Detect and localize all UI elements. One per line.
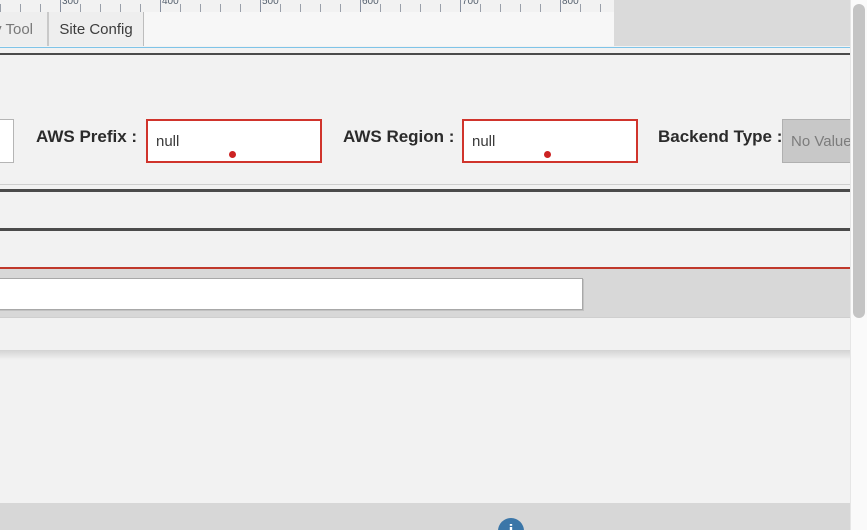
- ruler-tick-major: [60, 0, 61, 12]
- ruler-tick-major: [360, 0, 361, 12]
- tab-site-config[interactable]: Site Config: [48, 12, 144, 46]
- section-divider-light-1: [0, 184, 867, 185]
- ruler-tick: [80, 4, 81, 12]
- ruler-label: 700: [462, 0, 479, 7]
- left-clipped-input[interactable]: [0, 119, 14, 163]
- ruler-tick-major: [460, 0, 461, 12]
- ruler-inactive-pane: [614, 0, 867, 12]
- section-divider-dark-1: [0, 189, 867, 192]
- horizontal-ruler: 300 400 500 600 700 800: [0, 0, 867, 13]
- ruler-tick: [200, 4, 201, 12]
- ruler-label: 400: [162, 0, 179, 7]
- ruler-label: 500: [262, 0, 279, 7]
- ruler-tick-major: [560, 0, 561, 12]
- backend-type-label: Backend Type :: [658, 127, 783, 146]
- panel-top-border: [0, 53, 867, 55]
- ruler-tick: [420, 4, 421, 12]
- ruler-tick: [380, 4, 381, 12]
- vertical-scrollbar-thumb[interactable]: [853, 4, 865, 318]
- ruler-tick: [440, 4, 441, 12]
- pane-drop-shadow: [0, 350, 867, 360]
- lower-pane-body: [0, 360, 867, 518]
- ruler-tick: [500, 4, 501, 12]
- ruler-tick: [0, 4, 1, 12]
- ruler-active-pane: [0, 0, 614, 12]
- ruler-tick: [480, 4, 481, 12]
- ruler-tick: [540, 4, 541, 12]
- info-icon-glyph: i: [509, 521, 514, 530]
- ruler-tick: [400, 4, 401, 12]
- info-icon[interactable]: i: [498, 518, 524, 530]
- validation-rule-line: [0, 267, 867, 269]
- tab-strip-inactive-region: [614, 12, 867, 46]
- content-panel: AWS Prefix : null AWS Region : null Back…: [0, 48, 867, 530]
- tab-strip-empty-area: [144, 12, 614, 46]
- ruler-tick: [240, 4, 241, 12]
- tab-label: Site Config: [59, 20, 133, 38]
- ruler-tick: [180, 4, 181, 12]
- ruler-tick: [580, 4, 581, 12]
- aws-prefix-label: AWS Prefix :: [36, 127, 138, 146]
- lower-pane-upper: [0, 317, 867, 350]
- lower-pane-top-border: [0, 317, 867, 318]
- ruler-tick: [340, 4, 341, 12]
- aws-region-value: null: [472, 132, 496, 150]
- ruler-label: 300: [62, 0, 79, 7]
- ruler-tick: [140, 4, 141, 12]
- aws-prefix-required-indicator: [229, 151, 236, 158]
- tab-strip: y Tool Site Config: [0, 12, 867, 48]
- ruler-tick: [220, 4, 221, 12]
- vertical-scrollbar-track[interactable]: [850, 0, 867, 530]
- ruler-tick: [320, 4, 321, 12]
- search-input[interactable]: [0, 278, 583, 310]
- ruler-tick: [280, 4, 281, 12]
- aws-region-label: AWS Region :: [343, 127, 455, 146]
- ruler-tick: [600, 4, 601, 12]
- ruler-label: 600: [362, 0, 379, 7]
- aws-prefix-value: null: [156, 132, 180, 150]
- status-bar: [0, 503, 867, 530]
- config-form-row: AWS Prefix : null AWS Region : null Back…: [0, 106, 867, 168]
- aws-region-required-indicator: [544, 151, 551, 158]
- ruler-label: 800: [562, 0, 579, 7]
- tab-label: y Tool: [0, 20, 33, 38]
- ruler-tick: [520, 4, 521, 12]
- section-divider-dark-2: [0, 228, 867, 231]
- tab-deploy-tool[interactable]: y Tool: [0, 12, 48, 46]
- ruler-tick: [120, 4, 121, 12]
- ruler-tick-major: [260, 0, 261, 12]
- ruler-tick-major: [160, 0, 161, 12]
- ruler-tick: [20, 4, 21, 12]
- ruler-tick: [100, 4, 101, 12]
- ruler-tick: [40, 4, 41, 12]
- ruler-tick: [300, 4, 301, 12]
- backend-type-value: No Value: [791, 132, 852, 150]
- aws-prefix-input[interactable]: null: [146, 119, 322, 163]
